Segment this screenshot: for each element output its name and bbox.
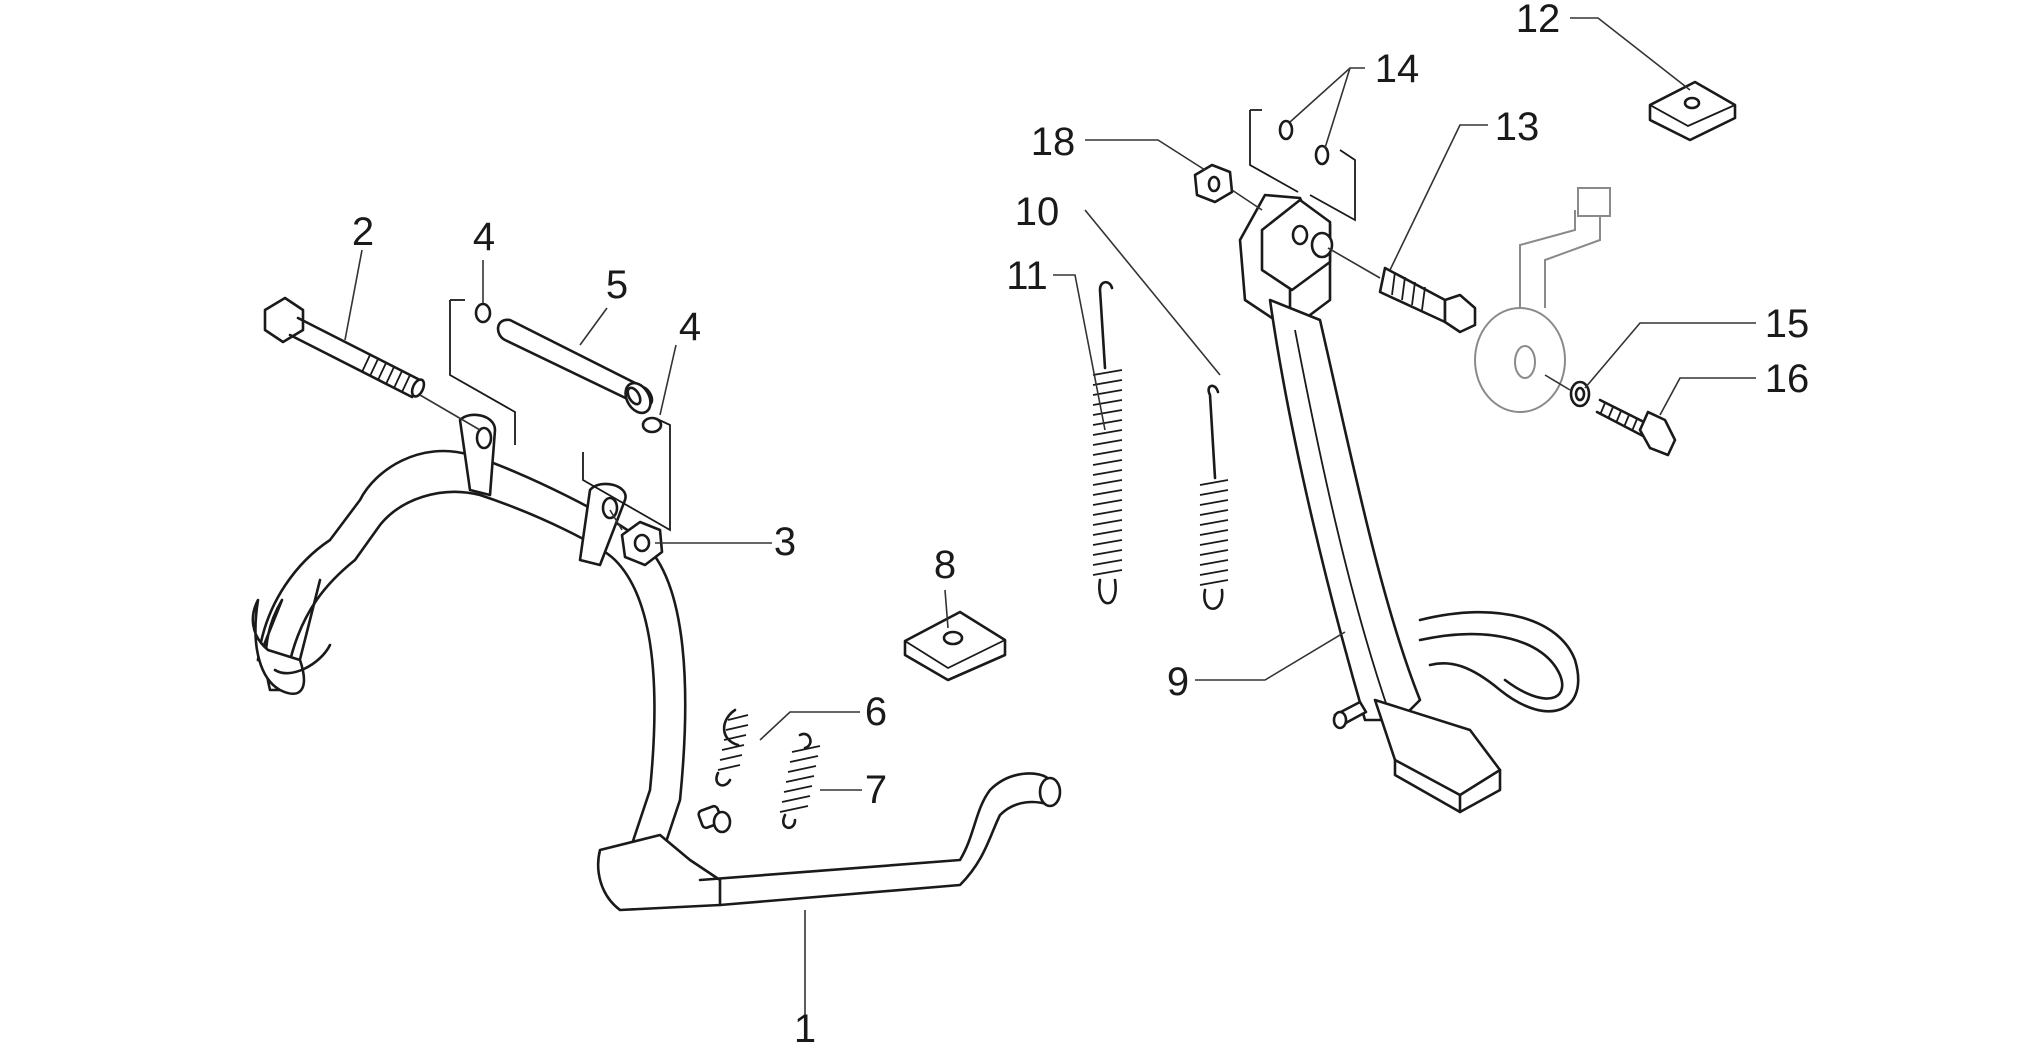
o-ring-part-4[interactable] xyxy=(474,302,663,434)
callout-14: 14 xyxy=(1375,47,1420,91)
assembly-box xyxy=(449,299,671,532)
callout-2: 2 xyxy=(352,210,374,254)
callout-10: 10 xyxy=(1015,190,1060,234)
callout-4b: 4 xyxy=(679,305,701,349)
callout-16: 16 xyxy=(1765,357,1810,401)
callout-15: 15 xyxy=(1765,302,1810,346)
callout-6: 6 xyxy=(865,690,887,734)
bolt-part-16[interactable] xyxy=(1595,398,1677,457)
sleeve-part-5[interactable] xyxy=(496,318,655,418)
washer-part-14[interactable] xyxy=(1249,109,1356,222)
spring-part-6[interactable] xyxy=(715,708,749,787)
callout-numbers: 1 2 3 4 4 5 6 7 8 9 10 11 12 13 14 15 16… xyxy=(352,0,1809,1045)
callout-12: 12 xyxy=(1516,0,1561,41)
washer-part-15[interactable] xyxy=(1544,374,1591,408)
callout-13: 13 xyxy=(1495,105,1540,149)
spring-part-10[interactable] xyxy=(1199,384,1229,610)
spring-part-11[interactable] xyxy=(1092,280,1123,605)
callout-1: 1 xyxy=(794,1007,816,1045)
bolt-part-2[interactable] xyxy=(263,296,481,431)
nut-part-3[interactable] xyxy=(609,509,664,567)
callout-11: 11 xyxy=(1006,254,1048,298)
callout-18: 18 xyxy=(1031,120,1076,164)
pivot-pin-part-13[interactable] xyxy=(1327,247,1477,334)
callout-3: 3 xyxy=(774,520,796,564)
callout-5: 5 xyxy=(606,263,628,307)
clip-nut-part-12[interactable] xyxy=(1648,80,1737,142)
callout-9: 9 xyxy=(1167,660,1189,704)
clip-nut-part-8[interactable] xyxy=(903,610,1007,682)
callout-7: 7 xyxy=(865,768,887,812)
side-stand[interactable] xyxy=(1238,193,1580,814)
spring-part-7[interactable] xyxy=(779,732,821,829)
nut-part-18[interactable] xyxy=(1193,163,1263,211)
callout-8: 8 xyxy=(934,543,956,587)
callout-4a: 4 xyxy=(473,215,495,259)
leader-lines xyxy=(344,17,1756,1015)
center-stand[interactable] xyxy=(251,413,1062,912)
pivot-washer xyxy=(1474,187,1611,413)
